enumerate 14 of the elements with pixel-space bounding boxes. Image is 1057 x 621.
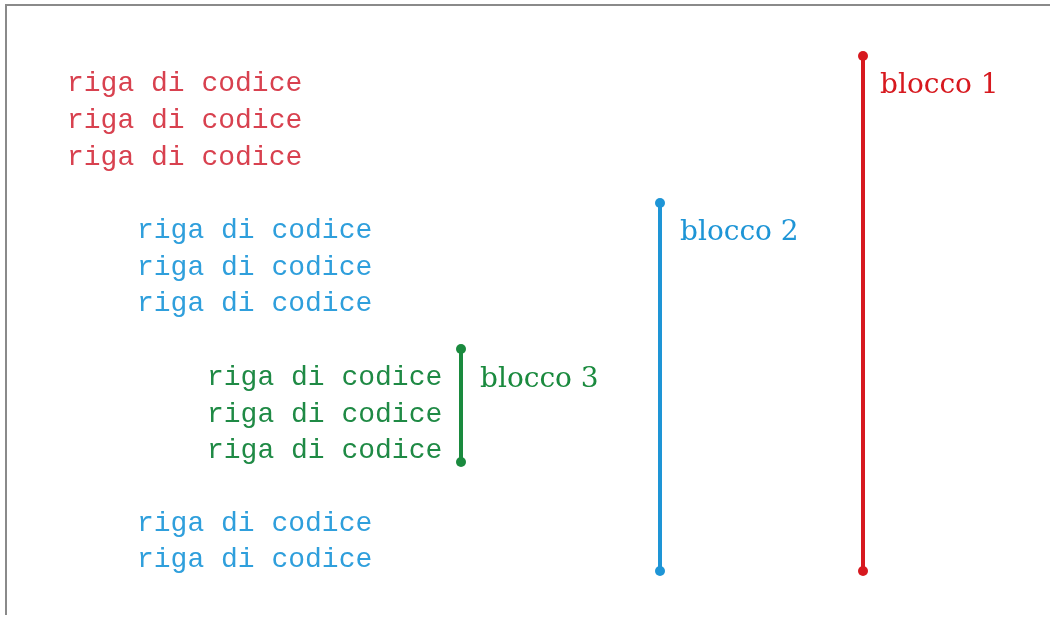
code-line: riga di codice — [137, 287, 373, 321]
code-line: riga di codice — [137, 251, 373, 285]
block-label: blocco 2 — [680, 213, 799, 249]
code-line: riga di codice — [67, 141, 303, 175]
code-line: riga di codice — [67, 67, 303, 101]
code-line: riga di codice — [67, 104, 303, 138]
code-line: riga di codice — [137, 507, 373, 541]
code-line: riga di codice — [207, 434, 443, 468]
block-label: blocco 1 — [880, 66, 999, 102]
block-label: blocco 3 — [480, 360, 599, 396]
code-line: riga di codice — [137, 214, 373, 248]
code-line: riga di codice — [207, 361, 443, 395]
code-line: riga di codice — [137, 543, 373, 577]
code-line: riga di codice — [207, 398, 443, 432]
